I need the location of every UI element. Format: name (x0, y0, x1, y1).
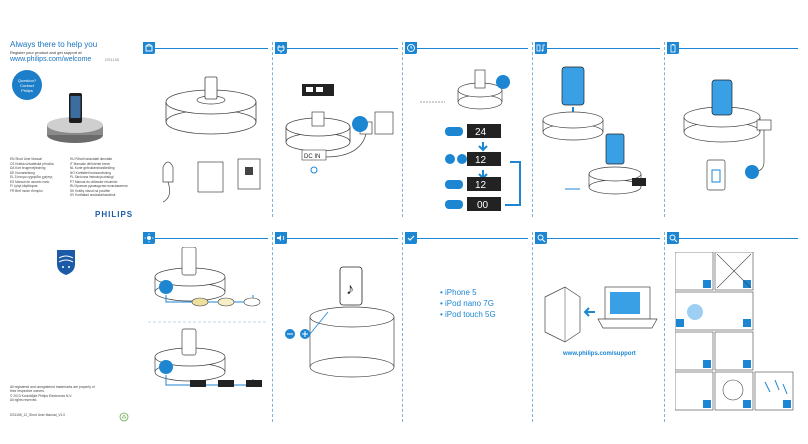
panel-safety (667, 232, 802, 422)
legal-line: All rights reserved. (10, 397, 38, 402)
brand-wordmark: PHILIPS (95, 210, 134, 219)
model-number: DS1155 (105, 57, 120, 62)
check-icon (405, 232, 417, 244)
lang-item: ES Manual de usuario corto (10, 179, 50, 184)
legal-line: All registered and unregistered trademar… (10, 385, 95, 389)
cover-url[interactable]: www.philips.com/welcome (10, 56, 92, 63)
legal-notice: All registered and unregistered trademar… (10, 385, 110, 402)
clock-display-4: 00 (477, 200, 489, 211)
clock-illustration: 24 12 12 00 (420, 69, 521, 211)
cover-column: Always there to help you Register your p… (0, 0, 135, 444)
dock-phone-illustration (542, 66, 646, 195)
lang-item: FR Bref mode d'emploi (10, 188, 43, 193)
cover-title: Always there to help you (10, 40, 98, 49)
svg-text:♪: ♪ (346, 281, 354, 298)
lang-item: IT Manuale dell'utente breve (70, 161, 111, 166)
recycle-icon (119, 412, 129, 422)
panel-dock-phone (535, 42, 665, 217)
brightness-icon (143, 232, 155, 244)
lang-item: PT Manual do utilizador resumido (70, 179, 118, 184)
support-icon (535, 232, 547, 244)
panel-volume: ♪ (275, 232, 403, 422)
lang-item: SK Krátky návod na použitie (70, 188, 111, 193)
badge-line2: Contact (20, 82, 34, 88)
panel-compatibility: • iPhone 5 • iPod nano 7G • iPod touch 5… (405, 232, 533, 422)
lang-item: DA Kort brugervejledning (10, 166, 46, 170)
compat-ipod-nano: • iPod nano 7G (440, 299, 494, 308)
compatible-devices-list: • iPhone 5 • iPod nano 7G • iPod touch 5… (440, 287, 496, 320)
lang-item: EL Σύντομο εγχειρίδιο χρήσης (10, 175, 53, 179)
panel-power: DC IN (275, 42, 403, 217)
clock-icon (405, 42, 417, 54)
lang-item: FI Lyhyt käyttöopas (10, 184, 38, 188)
phone-music-icon (535, 42, 547, 54)
volume-icon (275, 232, 287, 244)
box-icon (143, 42, 155, 54)
language-list-1: EN Short User Manual CS Krátká uživatels… (10, 157, 54, 193)
dc-in-label: DC IN (304, 154, 320, 160)
brightness-illustration (148, 247, 268, 387)
plug-icon (275, 42, 287, 54)
lang-item: RU Краткое руководство пользователя (70, 184, 128, 188)
safety-illustration (675, 252, 794, 411)
clock-display-1: 24 (475, 127, 487, 138)
lang-item: PL Skrócona instrukcja obsługi (70, 175, 114, 179)
legal-line: © 2013 Koninklijke Philips Electronics N… (10, 393, 73, 398)
language-list-2: HU Rövid használati útmutató IT Manuale … (70, 157, 127, 198)
power-illustration: DC IN (285, 84, 394, 174)
volume-illustration: ♪ (285, 266, 395, 378)
clock-display-2: 12 (475, 155, 487, 166)
compat-iphone: • iPhone 5 (440, 288, 477, 297)
badge-line1: Question? (17, 77, 37, 83)
product-image (47, 93, 103, 143)
panel-charging (667, 42, 802, 217)
battery-icon (667, 42, 679, 54)
panel-clock: 24 12 12 00 (405, 42, 533, 217)
support-illustration (544, 286, 658, 343)
panel-box-contents (143, 42, 273, 217)
badge-line3: Philips (21, 87, 33, 93)
legal-line: their respective owners. (10, 389, 45, 394)
philips-shield-icon (57, 250, 75, 275)
panel-support: www.philips.com/support (535, 232, 665, 422)
clock-display-3: 12 (475, 180, 487, 191)
lang-item: HU Rövid használati útmutató (70, 157, 113, 161)
document-id: DS1155_12_Short User Manual_V1.0 (10, 413, 66, 417)
cover-subtitle: Register your product and get support at (10, 50, 82, 55)
compat-ipod-touch: • iPod touch 5G (440, 310, 496, 319)
support-url[interactable]: www.philips.com/support (563, 351, 636, 357)
warning-icon (667, 232, 679, 244)
lang-item: NL Korte gebruikershandleiding (70, 166, 115, 170)
lang-item: CS Krátká uživatelská příručka (10, 161, 54, 166)
contact-badge: Question? Contact Philips (12, 70, 42, 100)
lang-item: SV Kortfattad användarhandbok (70, 193, 116, 197)
lang-item: EN Short User Manual (10, 157, 42, 161)
panel-brightness (143, 232, 273, 422)
lang-item: DE Kurzanleitung (10, 170, 35, 175)
dock-illustration (162, 76, 261, 203)
charging-illustration (683, 79, 772, 191)
lang-item: NO Kortfattet bruksanvisning (70, 170, 111, 175)
